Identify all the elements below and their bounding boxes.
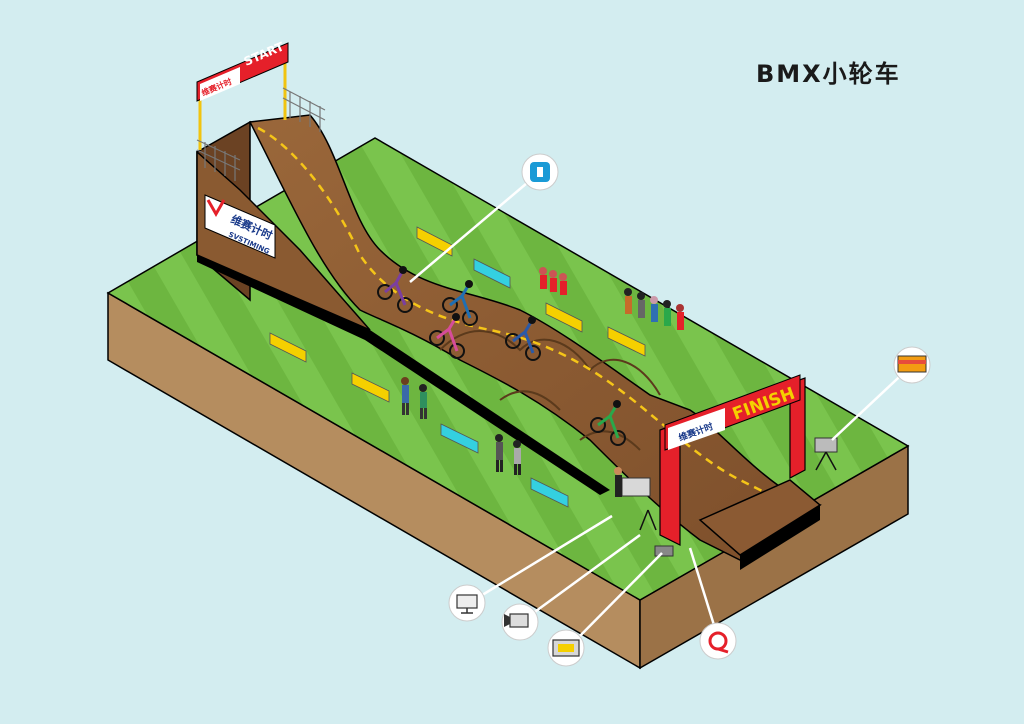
rider [442,280,478,326]
finish-arch [659,374,806,546]
timing-loop-icon [699,622,737,660]
ad-boards [269,226,646,508]
track-grooves [499,390,641,451]
video-camera-icon [501,603,539,641]
ramp-logo-icon [206,199,226,218]
start-ramp-face [196,150,371,331]
page-title: BMX小轮车 [756,60,901,88]
track-bumps [439,330,661,396]
rider [377,266,413,313]
ramp-brand-panel [204,194,276,259]
spectator-group [539,267,684,330]
start-gate [196,42,289,150]
timing-desk [614,467,674,557]
spectator-group [401,377,521,475]
finish-camera-tripod [814,437,838,471]
transponder-icon [521,153,559,191]
rider [505,316,541,361]
rider [590,400,626,446]
start-railings [196,87,326,181]
display-board-icon [547,629,585,667]
track-center-line [257,126,796,507]
monitor-icon [448,584,486,622]
finish-platform-edge [740,505,820,570]
rider [429,313,465,359]
scoreboard-icon [893,346,931,384]
track-side-wall [197,255,610,495]
